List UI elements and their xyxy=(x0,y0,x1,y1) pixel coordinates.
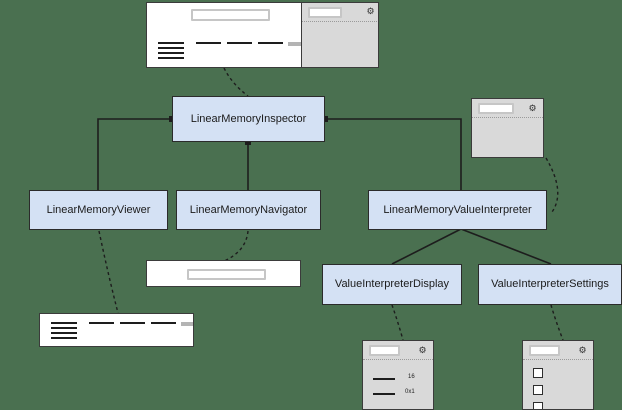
display-mockup-row-label xyxy=(373,378,395,380)
value-interpreter-mockup[interactable]: ⚙ xyxy=(471,98,544,158)
node-value-interpreter-display[interactable]: ValueInterpreterDisplay xyxy=(322,264,462,305)
settings-mockup-checkbox[interactable] xyxy=(533,368,543,378)
value-interpreter-mockup-titlebar: ⚙ xyxy=(472,99,543,118)
edge-note-value-interpreter xyxy=(545,157,559,213)
edge-note-navigator xyxy=(221,230,249,263)
node-label: LinearMemoryInspector xyxy=(190,112,307,125)
node-linear-memory-inspector[interactable]: LinearMemoryInspector xyxy=(172,96,325,142)
viewer-mockup-addr-line xyxy=(51,332,77,334)
value-interpreter-mockup-pill xyxy=(478,103,514,114)
node-value-interpreter-settings[interactable]: ValueInterpreterSettings xyxy=(478,264,622,305)
node-linear-memory-viewer[interactable]: LinearMemoryViewer xyxy=(29,190,168,230)
inspector-mockup-addr-line xyxy=(158,42,184,44)
navigator-mockup-address-input[interactable] xyxy=(187,269,266,280)
node-label: ValueInterpreterSettings xyxy=(491,278,609,291)
interpreter-pane-pill xyxy=(308,7,342,18)
edge-note-viewer xyxy=(98,230,119,314)
edge-inspector-value-interpreter xyxy=(325,118,462,190)
node-label: LinearMemoryNavigator xyxy=(189,203,308,216)
viewer-mockup-addr-line xyxy=(51,337,77,339)
node-label: LinearMemoryViewer xyxy=(46,203,151,216)
inspector-mockup-byte-group xyxy=(258,42,283,44)
edge-note-inspector xyxy=(223,67,249,97)
navigator-mockup[interactable] xyxy=(146,260,301,287)
inspector-mockup-addr-line xyxy=(158,47,184,49)
display-mockup-row-value: 16 xyxy=(408,374,415,380)
settings-mockup[interactable]: ⚙ xyxy=(522,340,594,410)
edge-inspector-viewer xyxy=(97,118,172,190)
node-label: ValueInterpreterDisplay xyxy=(334,278,450,291)
inspector-mockup-byte-group xyxy=(196,42,221,44)
viewer-mockup[interactable] xyxy=(39,313,194,347)
edge-note-settings xyxy=(550,304,564,341)
inspector-mockup-addr-line xyxy=(158,57,184,59)
viewer-mockup-byte-group xyxy=(151,322,176,324)
display-mockup-titlebar: ⚙ xyxy=(363,341,433,360)
viewer-mockup-addr-line xyxy=(51,322,77,324)
node-label: LinearMemoryValueInterpreter xyxy=(383,203,532,216)
gear-icon[interactable]: ⚙ xyxy=(366,6,375,16)
viewer-mockup-ascii-group xyxy=(181,322,193,326)
inspector-mockup-interpreter-pane: ⚙ xyxy=(301,3,378,67)
inspector-mockup-byte-group xyxy=(227,42,252,44)
node-linear-memory-value-interpreter[interactable]: LinearMemoryValueInterpreter xyxy=(368,190,547,230)
edge-vi-settings xyxy=(460,228,552,265)
display-mockup[interactable]: ⚙ 16 0x1 xyxy=(362,340,434,410)
settings-mockup-pill xyxy=(529,345,560,356)
settings-mockup-checkbox[interactable] xyxy=(533,385,543,395)
edge-note-display xyxy=(391,304,404,341)
inspector-mockup-addr-line xyxy=(158,52,184,54)
gear-icon[interactable]: ⚙ xyxy=(418,345,427,355)
inspector-mockup[interactable]: ⚙ xyxy=(146,2,379,68)
node-linear-memory-navigator[interactable]: LinearMemoryNavigator xyxy=(176,190,321,230)
display-mockup-pill xyxy=(369,345,400,356)
inspector-mockup-memory-pane xyxy=(147,3,319,67)
display-mockup-row-value: 0x1 xyxy=(405,389,415,395)
viewer-mockup-addr-line xyxy=(51,327,77,329)
gear-icon[interactable]: ⚙ xyxy=(578,345,587,355)
inspector-mockup-navigator-pill xyxy=(191,9,270,21)
viewer-mockup-byte-group xyxy=(89,322,114,324)
settings-mockup-titlebar: ⚙ xyxy=(523,341,593,360)
display-mockup-row-label xyxy=(373,393,395,395)
viewer-mockup-byte-group xyxy=(120,322,145,324)
edge-vi-display xyxy=(391,228,462,265)
settings-mockup-checkbox[interactable] xyxy=(533,402,543,409)
gear-icon[interactable]: ⚙ xyxy=(528,103,537,113)
